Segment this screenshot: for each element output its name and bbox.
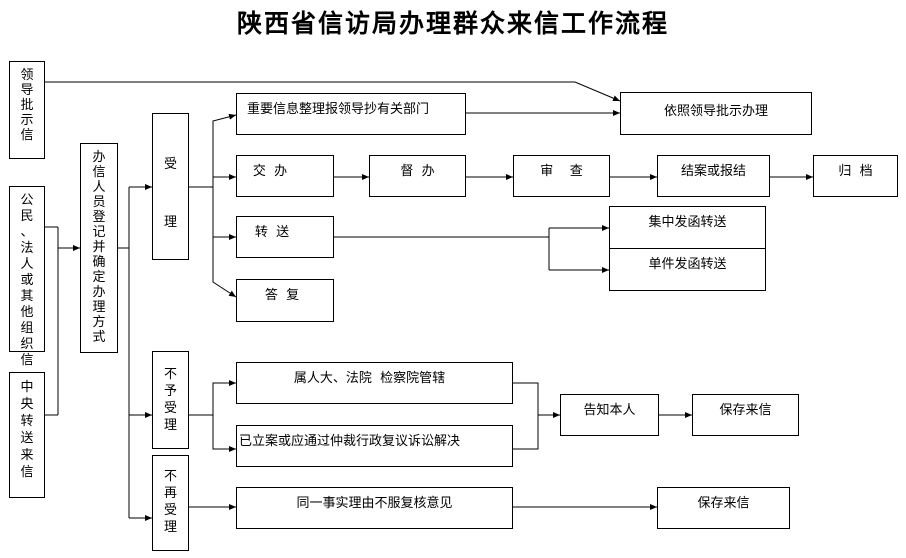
arrow-to-filed	[212, 415, 236, 452]
node-central-transfer: 中央转送来信	[9, 372, 45, 498]
node-register-label: 办信人员登记并确定办理方式	[92, 150, 106, 345]
node-supervise: 督 办	[369, 155, 466, 197]
node-keep-letter-2-label: 保存来信	[697, 496, 750, 511]
arrow-to-important-info	[212, 113, 237, 187]
node-reply: 答 复	[236, 279, 334, 322]
node-archive-label: 归 档	[838, 164, 873, 179]
connector-court-out	[513, 382, 539, 415]
node-register: 办信人员登记并确定办理方式	[80, 143, 118, 353]
node-leader-instruction-label: 领导批示信	[20, 68, 34, 143]
node-batch-forward: 集中发函转送	[609, 206, 766, 249]
node-court-jurisdiction-label: 属人大、法院 检察院管辖	[293, 371, 446, 386]
node-filed-or-arbitration: 已立案或应通过仲裁行政复议诉讼解决	[236, 425, 513, 467]
node-conclude: 结案或报结	[657, 155, 770, 197]
node-reply-label: 答 复	[264, 288, 300, 303]
node-review-label: 审 查	[540, 164, 583, 179]
node-court-jurisdiction: 属人大、法院 检察院管辖	[236, 362, 513, 404]
node-assign-label: 交 办	[252, 164, 288, 179]
node-single-forward: 单件发函转送	[609, 248, 766, 291]
node-keep-letter-2: 保存来信	[657, 487, 790, 529]
node-accept-label: 受理	[163, 157, 177, 230]
node-leader-instruction: 领导批示信	[9, 61, 45, 159]
node-keep-letter-1: 保存来信	[692, 394, 799, 436]
connector-filed-out	[513, 415, 539, 450]
node-per-instruction: 依照领导批示办理	[620, 92, 812, 135]
node-inform-person: 告知本人	[560, 394, 659, 436]
node-central-transfer-label: 中央转送来信	[20, 380, 34, 480]
arrow-to-court	[212, 380, 236, 415]
node-forward: 转 送	[236, 216, 334, 258]
node-review: 审 查	[513, 155, 610, 197]
node-no-re-accept-label: 不再受理	[163, 469, 177, 535]
node-not-accept: 不予受理	[152, 351, 189, 449]
node-filed-or-arbitration-label: 已立案或应通过仲裁行政复议诉讼解决	[239, 434, 461, 449]
node-conclude-label: 结案或报结	[680, 164, 746, 179]
arrow-to-forward	[212, 187, 236, 240]
node-archive: 归 档	[813, 155, 898, 197]
connector-leader-to-instruction	[45, 81, 621, 102]
node-same-matter: 同一事实理由不服复核意见	[236, 487, 513, 529]
node-inform-person-label: 告知本人	[583, 403, 636, 418]
node-public-letters-label: 公民、法人或其他组织信	[20, 193, 34, 368]
node-supervise-label: 督 办	[400, 164, 435, 179]
node-per-instruction-label: 依照领导批示办理	[663, 104, 768, 119]
node-same-matter-label: 同一事实理由不服复核意见	[296, 496, 453, 511]
node-no-re-accept: 不再受理	[152, 455, 189, 551]
node-important-info-label: 重要信息整理报领导抄有关部门	[247, 102, 430, 117]
node-public-letters: 公民、法人或其他组织信	[9, 186, 45, 368]
arrow-to-reply	[212, 237, 237, 298]
node-assign: 交 办	[236, 155, 334, 197]
node-not-accept-label: 不予受理	[163, 367, 177, 433]
node-batch-forward-label: 集中发函转送	[648, 215, 727, 230]
node-keep-letter-1-label: 保存来信	[719, 403, 772, 418]
node-important-info: 重要信息整理报领导抄有关部门	[236, 93, 466, 135]
node-accept: 受理	[152, 113, 189, 260]
page-title: 陕西省信访局办理群众来信工作流程	[236, 9, 669, 38]
node-single-forward-label: 单件发函转送	[648, 257, 727, 272]
node-forward-label: 转 送	[254, 225, 290, 240]
